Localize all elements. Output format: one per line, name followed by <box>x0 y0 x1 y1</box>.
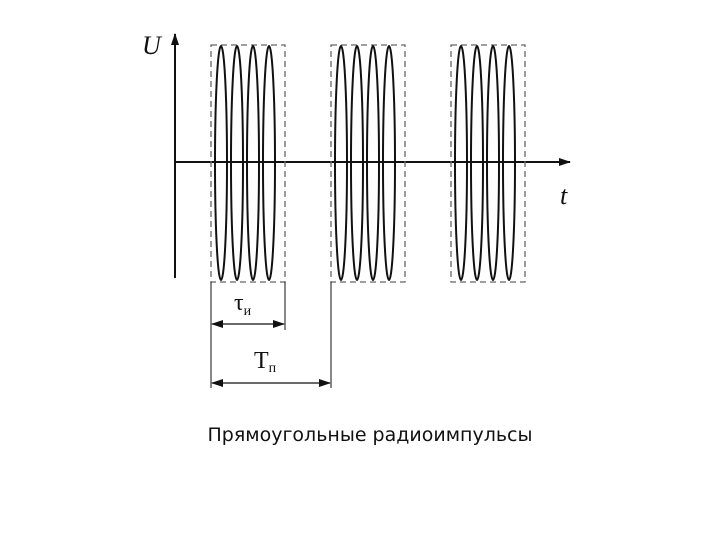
pulse-carrier-1 <box>214 45 276 281</box>
figure-caption: Прямоугольные радиоимпульсы <box>207 424 533 446</box>
y-axis-label: U <box>142 31 163 60</box>
pulse-envelope-2 <box>330 44 406 283</box>
pulse-carrier-3 <box>454 45 516 281</box>
pulse-carrier-2 <box>334 45 396 281</box>
pulse-width-label: τи <box>234 290 252 319</box>
x-axis-label: t <box>560 181 568 210</box>
period-label: Tп <box>254 348 277 376</box>
pulse-envelope-3 <box>450 44 526 283</box>
pulse-envelope-1 <box>210 44 286 283</box>
